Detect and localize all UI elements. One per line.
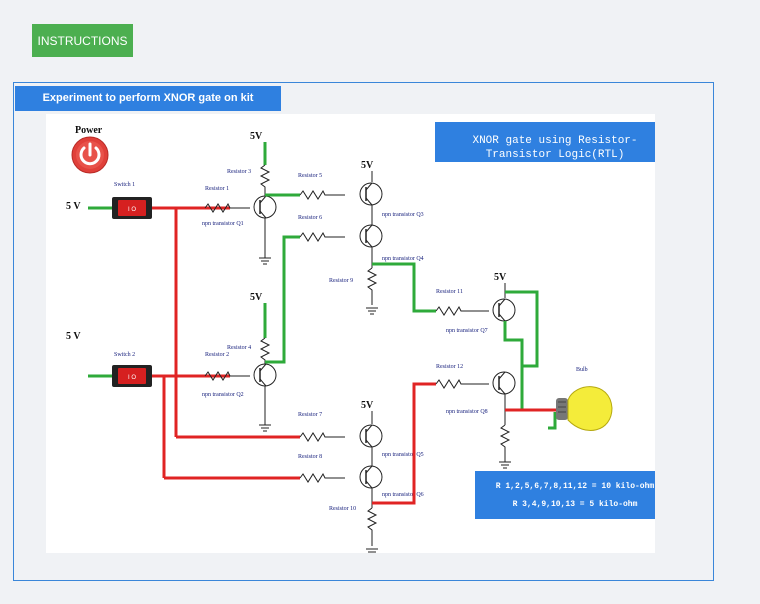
resistor9 (366, 267, 378, 305)
resistor5-label: Resistor 5 (298, 173, 322, 179)
resistor11 (435, 305, 489, 316)
q2-label: npn transistor Q2 (202, 392, 244, 398)
bulb-icon (556, 386, 613, 431)
transistor-q5 (359, 424, 383, 448)
input2-voltage: 5 V (66, 331, 81, 342)
instructions-button[interactable]: INSTRUCTIONS (32, 24, 133, 57)
panel-title: Experiment to perform XNOR gate on kit (15, 86, 281, 111)
transistor-q4 (359, 224, 383, 248)
resistor2 (204, 370, 250, 381)
supply-q2: 5V (250, 292, 263, 303)
resistor12 (435, 378, 489, 389)
supply-q1: 5V (250, 131, 263, 142)
resistor-values-box (475, 471, 655, 519)
switch1-label: Switch 1 (114, 182, 135, 188)
resistor4-label: Resistor 4 (227, 345, 251, 351)
supply-q5: 5V (361, 400, 374, 411)
power-label: Power (75, 125, 103, 136)
resistor3 (259, 164, 271, 196)
q3-label: npn transistor Q3 (382, 212, 424, 218)
resistor3-label: Resistor 3 (227, 169, 251, 175)
switch2-label: Switch 2 (114, 352, 135, 358)
power-button[interactable] (71, 136, 109, 174)
resistor8-label: Resistor 8 (298, 454, 322, 460)
transistor-q2 (253, 363, 277, 387)
values-line2: R 3,4,9,10,13 = 5 kilo-ohm (513, 500, 638, 509)
transistor-q6 (359, 465, 383, 489)
circuit-diagram: XNOR gate using Resistor- Transistor Log… (66, 122, 655, 553)
circuit-title-box (435, 122, 655, 162)
resistor1 (204, 202, 250, 213)
power-icon (79, 146, 101, 166)
q1-label: npn transistor Q1 (202, 221, 244, 227)
q6-label: npn transistor Q6 (382, 492, 424, 498)
resistor2-label: Resistor 2 (205, 352, 229, 358)
q7-label: npn transistor Q7 (446, 328, 488, 334)
resistor12-label: Resistor 12 (436, 364, 463, 370)
resistor8 (299, 472, 345, 483)
q4-label: npn transistor Q4 (382, 256, 424, 262)
circuit-title-line1: XNOR gate using Resistor- (472, 135, 637, 147)
transistor-q7 (492, 298, 516, 322)
circuit-title-line2: Transistor Logic(RTL) (486, 149, 625, 161)
resistor5 (299, 189, 345, 200)
transistor-q3 (359, 182, 383, 206)
svg-text:I O: I O (128, 375, 136, 381)
resistor11-label: Resistor 11 (436, 289, 463, 295)
resistor7-label: Resistor 7 (298, 412, 322, 418)
supply-q7: 5V (494, 272, 507, 283)
q8-label: npn transistor Q8 (446, 409, 488, 415)
resistor6 (299, 231, 345, 242)
switch1[interactable]: I O (112, 197, 152, 219)
transistor-q8 (492, 371, 516, 395)
transistor-q1 (253, 195, 277, 219)
resistor9-label: Resistor 9 (329, 278, 353, 284)
bulb-label: Bulb (576, 367, 588, 373)
resistor6-label: Resistor 6 (298, 215, 322, 221)
q5-label: npn transistor Q5 (382, 452, 424, 458)
supply-q3: 5V (361, 160, 374, 171)
svg-text:I O: I O (128, 207, 136, 213)
resistor10-label: Resistor 10 (329, 506, 356, 512)
values-line1: R 1,2,5,6,7,8,11,12 = 10 kilo-ohm (496, 482, 655, 491)
resistor1-label: Resistor 1 (205, 186, 229, 192)
resistor13 (499, 424, 511, 462)
resistor4 (259, 337, 271, 364)
switch2[interactable]: I O (112, 365, 152, 387)
circuit-kit: XNOR gate using Resistor- Transistor Log… (46, 114, 655, 553)
resistor10 (366, 507, 378, 546)
resistor7 (299, 431, 345, 442)
input1-voltage: 5 V (66, 201, 81, 212)
